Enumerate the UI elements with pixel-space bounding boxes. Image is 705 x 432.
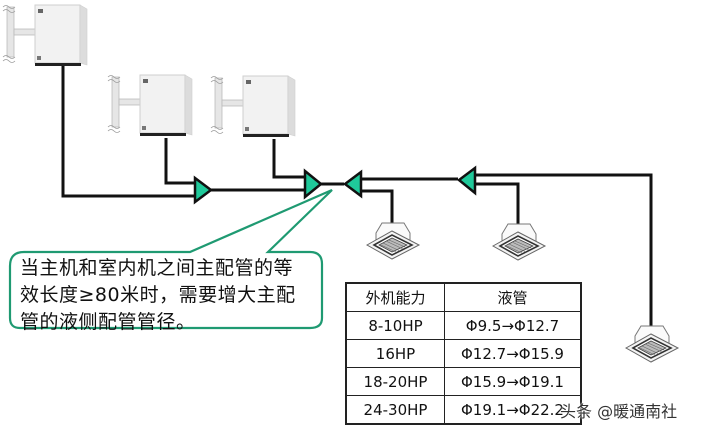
cell-liquid-pipe: Φ15.9→Φ19.1: [444, 367, 582, 396]
callout-line: 管的液侧配管管径。: [20, 311, 196, 333]
cell-liquid-pipe: Φ19.1→Φ22.2: [444, 395, 582, 425]
indoor-cassette-1: [366, 222, 420, 260]
callout-text: 当主机和室内机之间主配管的等 效长度≥80米时，需要增大主配 管的液侧配管管径。: [20, 255, 320, 336]
indoor-cassette-2: [492, 223, 546, 261]
callout-line: 效长度≥80米时，需要增大主配: [20, 284, 296, 306]
table-row: 8-10HP Φ9.5→Φ12.7: [345, 311, 582, 340]
header-liquid-pipe: 液管: [444, 282, 582, 312]
cell-capacity: 18-20HP: [345, 367, 445, 396]
callout-bubble: [8, 188, 333, 330]
indoor-pipes: [358, 173, 653, 330]
cell-capacity: 24-30HP: [345, 395, 445, 425]
outdoor-unit-1: [2, 4, 88, 67]
cell-capacity: 8-10HP: [345, 311, 445, 340]
cell-liquid-pipe: Φ9.5→Φ12.7: [444, 311, 582, 340]
table-header-row: 外机能力 液管: [345, 282, 582, 312]
outdoor-pipes: [61, 66, 344, 198]
outdoor-unit-3: [210, 75, 296, 138]
cell-capacity: 16HP: [345, 339, 445, 368]
table-row: 24-30HP Φ19.1→Φ22.2: [345, 395, 582, 425]
outdoor-unit-2: [107, 74, 193, 137]
header-outdoor-capacity: 外机能力: [345, 282, 445, 312]
table-row: 18-20HP Φ15.9→Φ19.1: [345, 367, 582, 396]
branch-joint-1: [193, 175, 214, 205]
cell-liquid-pipe: Φ12.7→Φ15.9: [444, 339, 582, 368]
pipe-size-table: 外机能力 液管 8-10HP Φ9.5→Φ12.7 16HP Φ12.7→Φ15…: [345, 282, 582, 425]
branch-joint-3: [342, 169, 363, 199]
watermark: 头条 @暖通南社: [560, 402, 678, 421]
branch-joint-4: [456, 165, 477, 196]
indoor-cassette-3: [625, 325, 679, 363]
branch-joint-2: [303, 168, 323, 200]
callout-line: 当主机和室内机之间主配管的等: [20, 257, 294, 279]
table-row: 16HP Φ12.7→Φ15.9: [345, 339, 582, 368]
